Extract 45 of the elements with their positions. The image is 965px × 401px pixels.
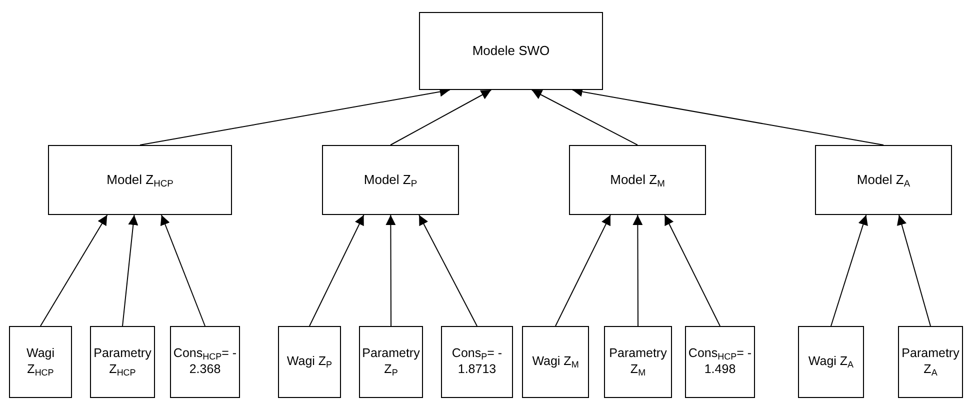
arrow — [418, 214, 478, 326]
input-box — [90, 326, 155, 398]
arrow — [632, 214, 643, 326]
node-label: Parametry Z$_{A}$ — [901, 346, 960, 378]
node-label: Wagi Z$_{A}$ — [808, 354, 854, 370]
node-label: Parametry Z$_{M}$ — [608, 346, 668, 378]
node-label: Cons$_{HCP}$= - 1.498 — [688, 346, 752, 378]
model-box — [569, 145, 706, 215]
node-label: Model Z$_{M}$ — [610, 172, 665, 188]
node-label: Parametry Z$_{P}$ — [362, 346, 420, 378]
input-box — [9, 326, 72, 398]
arrow — [122, 214, 138, 326]
arrow — [40, 214, 108, 326]
node-label: Cons$_{P}$= - 1.8713 — [450, 346, 504, 378]
node-label: Wagi Z$_{P}$ — [286, 354, 332, 370]
input-box — [278, 326, 341, 398]
arrow — [531, 90, 638, 146]
input-box — [898, 326, 963, 398]
input-box — [522, 326, 589, 398]
node-label: Model Z$_{HCP}$ — [106, 172, 174, 188]
model-box — [419, 12, 603, 90]
node-label: Cons$_{HCP}$= - 2.368 — [173, 346, 237, 378]
arrow — [896, 214, 931, 326]
input-box — [685, 326, 755, 398]
arrow — [830, 214, 868, 326]
node-label: Model Z$_{A}$ — [856, 172, 910, 188]
node-label: Wagi Z$_{HCP}$ — [25, 346, 56, 378]
model-box — [48, 145, 232, 215]
model-box — [815, 145, 952, 215]
input-box — [798, 326, 864, 398]
node-label: Modele SWO — [472, 42, 550, 60]
arrow — [386, 214, 396, 326]
node-label: Wagi Z$_{M}$ — [532, 354, 579, 370]
input-box — [441, 326, 513, 398]
model-box — [322, 145, 459, 215]
input-box — [359, 326, 423, 398]
node-label: Parametry Z$_{HCP}$ — [93, 346, 152, 378]
arrow — [390, 90, 492, 146]
node-label: Model Z$_{P}$ — [364, 172, 418, 188]
input-box — [170, 326, 240, 398]
arrow — [160, 214, 206, 326]
input-box — [604, 326, 672, 398]
arrow — [309, 214, 364, 326]
arrow — [664, 214, 720, 326]
arrow — [555, 214, 611, 326]
